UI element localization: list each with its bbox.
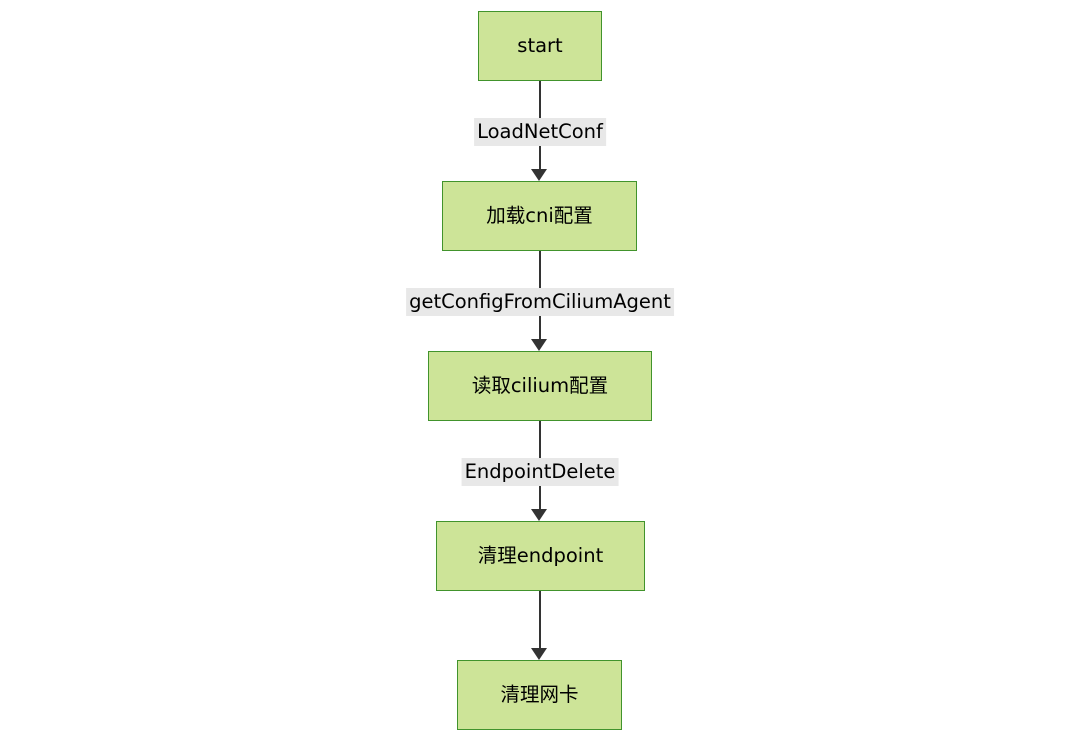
flowchart-node-load-cni-config[interactable]: 加载cni配置 [442, 181, 637, 251]
node-label: start [517, 34, 563, 58]
flowchart-node-start[interactable]: start [478, 11, 602, 81]
node-label: 清理endpoint [477, 544, 604, 568]
node-label: 加载cni配置 [486, 204, 593, 228]
node-label: 读取cilium配置 [471, 374, 609, 398]
arrowhead-icon [531, 509, 547, 521]
arrowhead-icon [531, 648, 547, 660]
arrowhead-icon [531, 339, 547, 351]
flowchart-node-read-cilium-config[interactable]: 读取cilium配置 [428, 351, 652, 421]
flowchart-edge-endpoint-to-nic [539, 591, 541, 651]
flowchart-node-clean-nic[interactable]: 清理网卡 [457, 660, 622, 730]
edge-label-load-net-conf: LoadNetConf [474, 118, 606, 146]
edge-label-endpoint-delete: EndpointDelete [461, 458, 619, 486]
node-label: 清理网卡 [500, 683, 579, 707]
edge-label-get-config-from-cilium-agent: getConfigFromCiliumAgent [406, 288, 674, 316]
arrowhead-icon [531, 169, 547, 181]
flowchart-node-clean-endpoint[interactable]: 清理endpoint [436, 521, 645, 591]
